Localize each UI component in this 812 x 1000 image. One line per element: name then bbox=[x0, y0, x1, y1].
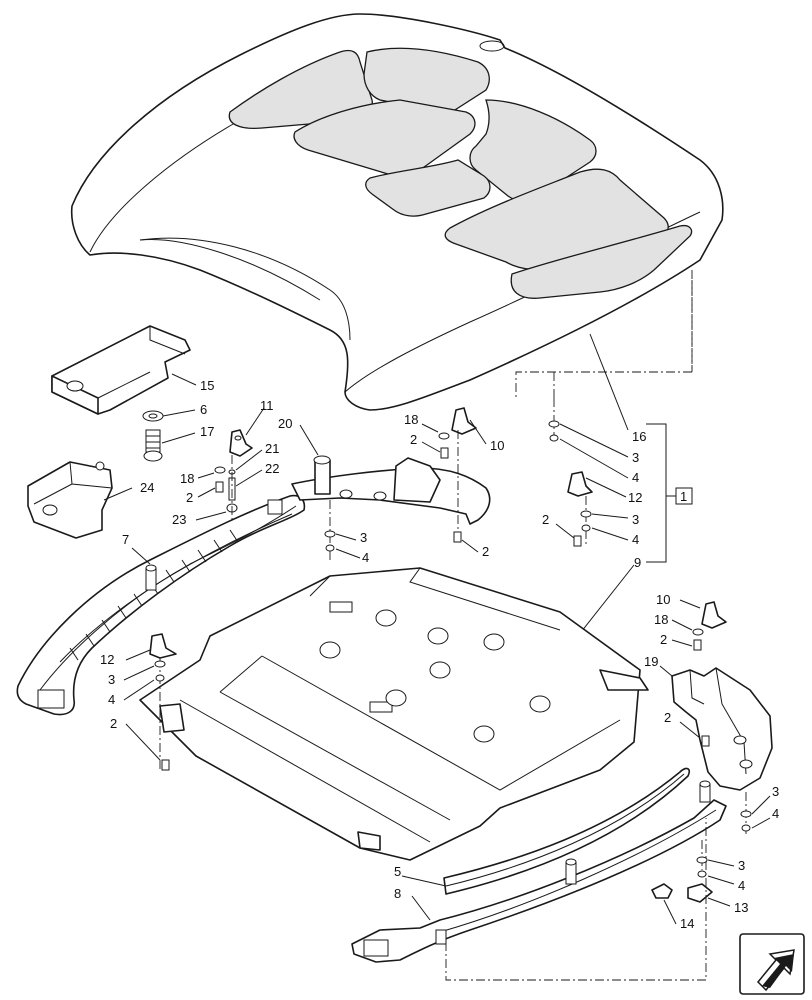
callout-4: 4 bbox=[632, 470, 639, 485]
clip-11 bbox=[229, 429, 253, 457]
washer-3e bbox=[740, 810, 752, 818]
callout-2: 2 bbox=[482, 544, 489, 559]
washer-3c bbox=[580, 510, 592, 518]
screw-2c bbox=[453, 531, 462, 543]
part-9-floor-panel bbox=[139, 567, 649, 861]
callout-12: 12 bbox=[100, 652, 114, 667]
callout-8: 8 bbox=[394, 886, 401, 901]
callout-4: 4 bbox=[738, 878, 745, 893]
nut-4b bbox=[549, 434, 559, 442]
callout-3: 3 bbox=[772, 784, 779, 799]
washer-18a bbox=[214, 466, 226, 474]
clip-12a bbox=[567, 471, 593, 497]
callout-14: 14 bbox=[680, 916, 694, 931]
screw-2d bbox=[573, 535, 582, 547]
nut-4a bbox=[325, 544, 335, 552]
bolt-17 bbox=[143, 429, 163, 462]
nut-4d bbox=[155, 674, 165, 682]
washer-3f bbox=[696, 856, 708, 864]
group-bracket-1 bbox=[646, 423, 693, 563]
callout-23: 23 bbox=[172, 512, 186, 527]
callout-2: 2 bbox=[664, 710, 671, 725]
part-7-left-rail bbox=[16, 494, 306, 716]
clip-12b bbox=[149, 633, 177, 659]
callout-labels: 15 6 17 24 11 18 2 21 22 23 20 18 2 10 1… bbox=[100, 378, 779, 931]
callout-13: 13 bbox=[734, 900, 748, 915]
part-15-bracket bbox=[51, 325, 191, 415]
callout-21: 21 bbox=[265, 441, 279, 456]
callout-4: 4 bbox=[772, 806, 779, 821]
washer-3b bbox=[548, 420, 560, 428]
callout-2: 2 bbox=[410, 432, 417, 447]
callout-19: 19 bbox=[644, 654, 658, 669]
next-page-arrow-icon[interactable] bbox=[739, 933, 805, 995]
callout-18: 18 bbox=[180, 471, 194, 486]
callout-3: 3 bbox=[108, 672, 115, 687]
clip-10b bbox=[701, 601, 727, 629]
callout-2: 2 bbox=[186, 490, 193, 505]
callout-9: 9 bbox=[634, 555, 641, 570]
nut-4c bbox=[581, 524, 591, 532]
plug-14 bbox=[651, 883, 673, 899]
callout-11: 11 bbox=[260, 398, 274, 413]
screw-2a bbox=[215, 481, 224, 493]
callout-2: 2 bbox=[542, 512, 549, 527]
callout-24: 24 bbox=[140, 480, 154, 495]
screw-2b bbox=[440, 447, 449, 459]
callout-16: 16 bbox=[632, 429, 646, 444]
screw-2f bbox=[693, 639, 702, 651]
washer-18b bbox=[438, 432, 450, 440]
callout-7: 7 bbox=[122, 532, 129, 547]
part-8-bottom-rail bbox=[351, 780, 727, 963]
nut-4e bbox=[741, 824, 751, 832]
callout-1: 1 bbox=[680, 489, 687, 504]
roof-shell bbox=[70, 13, 724, 411]
screw-2g bbox=[701, 735, 710, 747]
callout-6: 6 bbox=[200, 402, 207, 417]
nut-4f bbox=[697, 870, 707, 878]
callout-20: 20 bbox=[278, 416, 292, 431]
callout-3: 3 bbox=[360, 530, 367, 545]
callout-3: 3 bbox=[738, 858, 745, 873]
part-19-side-bracket bbox=[671, 667, 773, 791]
callout-5: 5 bbox=[394, 864, 401, 879]
washer-6 bbox=[142, 410, 164, 422]
callout-22: 22 bbox=[265, 461, 279, 476]
callout-10: 10 bbox=[490, 438, 504, 453]
callout-17: 17 bbox=[200, 424, 214, 439]
part-24-latch bbox=[27, 461, 113, 539]
callout-4: 4 bbox=[362, 550, 369, 565]
callout-2: 2 bbox=[660, 632, 667, 647]
callout-3: 3 bbox=[632, 450, 639, 465]
part-5-trim-strip bbox=[443, 767, 691, 895]
callout-3: 3 bbox=[632, 512, 639, 527]
callout-2: 2 bbox=[110, 716, 117, 731]
screw-2e bbox=[161, 759, 170, 771]
clip-10a bbox=[451, 407, 477, 435]
callout-12: 12 bbox=[628, 490, 642, 505]
part-20-center-bracket bbox=[291, 455, 491, 525]
washer-3a bbox=[324, 530, 336, 538]
callout-4: 4 bbox=[632, 532, 639, 547]
clip-13 bbox=[687, 883, 713, 903]
callout-15: 15 bbox=[200, 378, 214, 393]
callout-4: 4 bbox=[108, 692, 115, 707]
washer-18c bbox=[692, 628, 704, 636]
callout-18: 18 bbox=[404, 412, 418, 427]
callout-18: 18 bbox=[654, 612, 668, 627]
washer-3d bbox=[154, 660, 166, 668]
callout-10: 10 bbox=[656, 592, 670, 607]
